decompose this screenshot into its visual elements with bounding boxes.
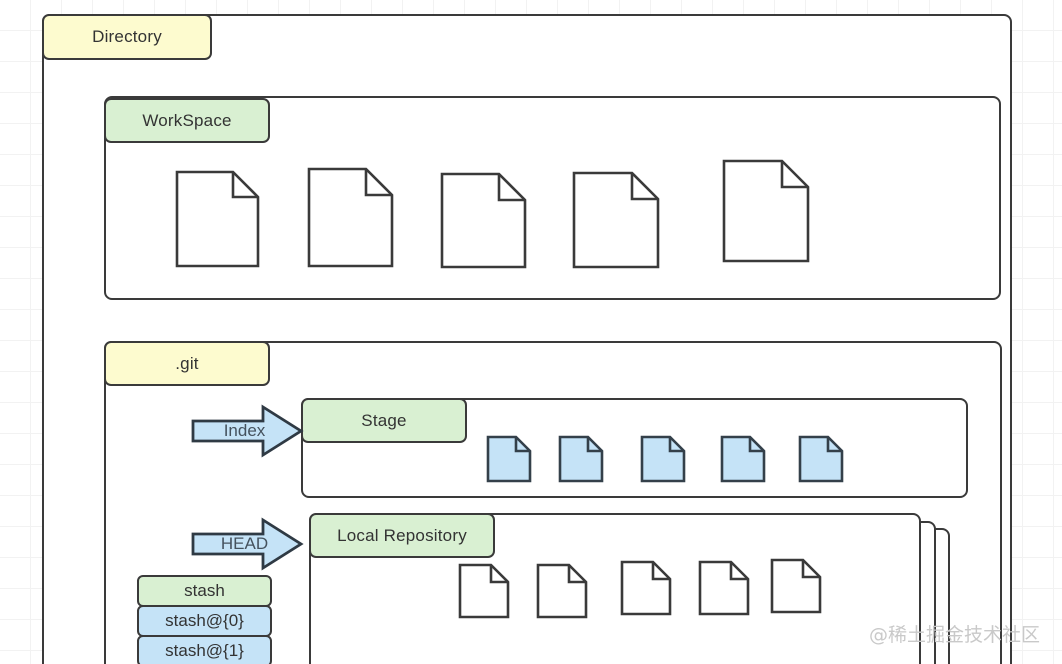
local-repository-label[interactable]: Local Repository bbox=[309, 513, 495, 558]
stash-entry-1[interactable]: stash@{1} bbox=[137, 635, 272, 664]
workspace-file-icon bbox=[307, 167, 394, 268]
head-arrow[interactable]: HEAD bbox=[191, 517, 304, 571]
local-repository-file-icon bbox=[620, 560, 672, 616]
workspace-file-icon bbox=[175, 170, 260, 268]
stage-file-icon bbox=[720, 435, 766, 483]
workspace-file-icon bbox=[440, 172, 527, 269]
workspace-file-icon bbox=[722, 159, 810, 263]
index-arrow[interactable]: Index bbox=[191, 404, 304, 458]
stage-file-icon bbox=[558, 435, 604, 483]
stage-file-icon bbox=[640, 435, 686, 483]
local-repository-file-icon bbox=[770, 558, 822, 614]
directory-label[interactable]: Directory bbox=[42, 14, 212, 60]
workspace-file-icon bbox=[572, 171, 660, 269]
workspace-label[interactable]: WorkSpace bbox=[104, 98, 270, 143]
local-repository-file-icon bbox=[458, 563, 510, 619]
local-repository-file-icon bbox=[536, 563, 588, 619]
watermark: @稀土掘金技术社区 bbox=[869, 624, 1041, 646]
stash-header[interactable]: stash bbox=[137, 575, 272, 607]
stage-label[interactable]: Stage bbox=[301, 398, 467, 443]
stash-entry-0[interactable]: stash@{0} bbox=[137, 605, 272, 637]
stage-file-icon bbox=[798, 435, 844, 483]
git-label[interactable]: .git bbox=[104, 341, 270, 386]
local-repository-file-icon bbox=[698, 560, 750, 616]
stage-file-icon bbox=[486, 435, 532, 483]
stash-stack: stash stash@{0} stash@{1} bbox=[137, 575, 272, 664]
